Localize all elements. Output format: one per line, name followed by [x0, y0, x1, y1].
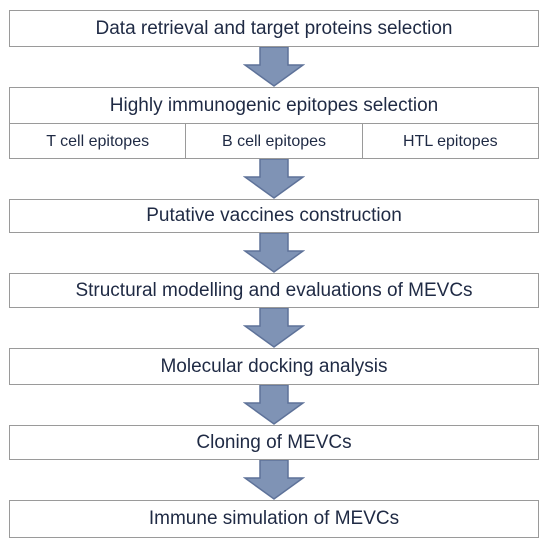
cell-label: T cell epitopes	[46, 132, 150, 150]
step-epitopes-selection: Highly immunogenic epitopes selection T …	[9, 87, 539, 159]
step-label: Putative vaccines construction	[146, 205, 402, 226]
epitope-types-row: T cell epitopes B cell epitopes HTL epit…	[10, 124, 538, 159]
down-arrow-icon	[243, 385, 305, 425]
step-label: Structural modelling and evaluations of …	[75, 279, 473, 301]
cell-t-cell-epitopes: T cell epitopes	[10, 124, 187, 159]
step-structural-modelling: Structural modelling and evaluations of …	[9, 273, 539, 308]
down-arrow-icon	[243, 159, 305, 199]
down-arrow-icon	[243, 460, 305, 500]
step-cloning: Cloning of MEVCs	[9, 425, 539, 460]
step-label: Molecular docking analysis	[160, 355, 388, 377]
down-arrow-icon	[243, 233, 305, 273]
step-label: Data retrieval and target proteins selec…	[95, 17, 453, 39]
step-label: Immune simulation of MEVCs	[148, 508, 400, 529]
step-immune-simulation: Immune simulation of MEVCs	[9, 500, 539, 538]
cell-label: HTL epitopes	[403, 132, 498, 150]
step-molecular-docking: Molecular docking analysis	[9, 348, 539, 385]
step-vaccines-construction: Putative vaccines construction	[9, 199, 539, 233]
step-label: Highly immunogenic epitopes selection	[10, 88, 538, 124]
down-arrow-icon	[243, 308, 305, 348]
cell-htl-epitopes: HTL epitopes	[363, 124, 538, 159]
step-data-retrieval: Data retrieval and target proteins selec…	[9, 10, 539, 47]
cell-b-cell-epitopes: B cell epitopes	[186, 124, 363, 159]
step-label: Cloning of MEVCs	[196, 431, 352, 453]
down-arrow-icon	[243, 47, 305, 87]
cell-label: B cell epitopes	[221, 132, 327, 150]
